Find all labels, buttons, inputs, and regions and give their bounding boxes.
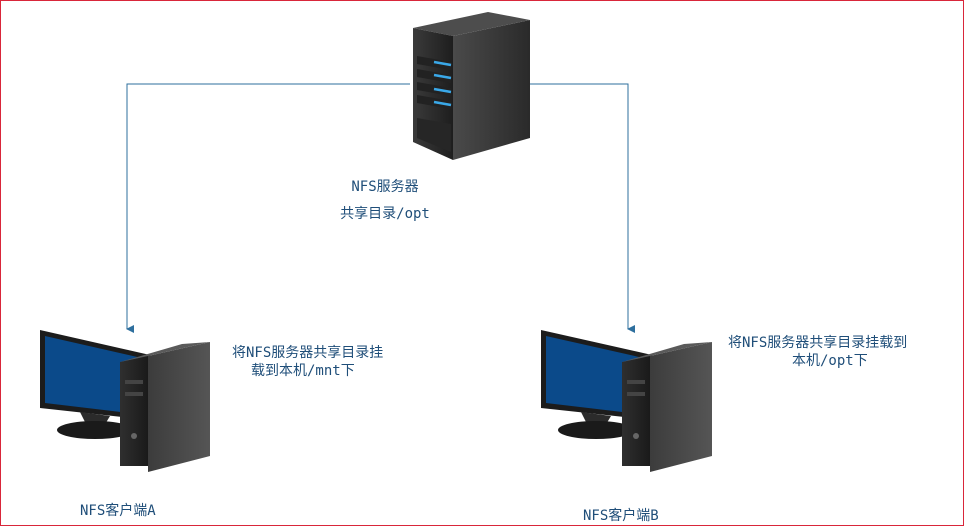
connector-server-to-client-a	[126, 83, 410, 333]
server-tower-icon	[413, 12, 530, 160]
client-b-note-line1: 将NFS服务器共享目录挂载到	[728, 335, 908, 351]
client-a-note-line2: 载到本机/mnt下	[251, 363, 355, 379]
connector-server-to-client-b	[530, 83, 635, 333]
client-b-name-label: NFS客户端B	[583, 508, 659, 524]
client-a-name-label: NFS客户端A	[80, 503, 156, 519]
client-b-note-line2: 本机/opt下	[792, 353, 868, 369]
server-name-label: NFS服务器	[351, 179, 419, 195]
client-a-note-line1: 将NFS服务器共享目录挂	[232, 345, 384, 361]
server-share-label: 共享目录/opt	[340, 206, 430, 222]
client-b-computer	[541, 330, 712, 472]
tower-icon	[120, 342, 210, 472]
tower-icon	[622, 342, 712, 472]
client-a-computer	[40, 330, 210, 472]
